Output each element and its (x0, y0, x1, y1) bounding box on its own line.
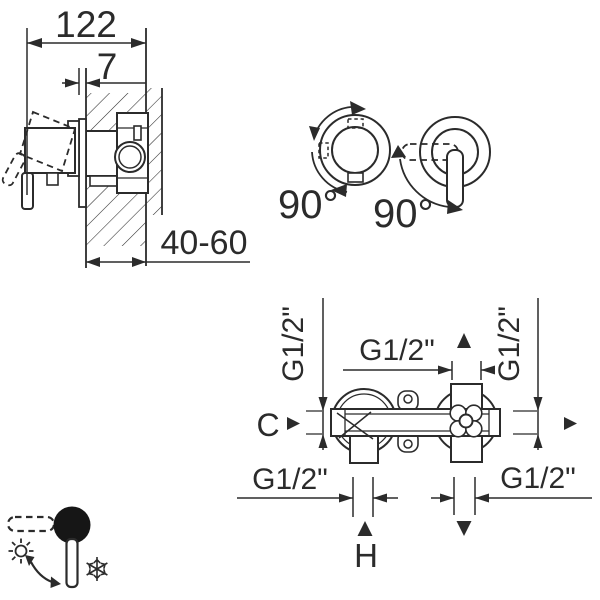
dim-bottom-right-thread: G1/2" (431, 462, 592, 536)
dim-top-thread: G1/2" (343, 333, 495, 380)
dim-7: 7 (62, 46, 146, 95)
flow-up-icon (357, 521, 373, 536)
hot-label: H (354, 537, 378, 574)
flow-down-icon (456, 521, 472, 536)
dim-40-60: 40-60 (86, 224, 250, 267)
arrow-left-icon (86, 257, 100, 267)
handle-ball (53, 506, 91, 544)
connections-view: G1/2" C G1/2" G1/2" G1/2" (237, 298, 592, 574)
handle-dashed-horizontal (6, 515, 56, 533)
flow-up-icon (457, 333, 471, 348)
escutcheon-plate (78, 118, 87, 208)
arrow-left-icon (475, 493, 489, 503)
knob-rotation-label: 90° (278, 183, 339, 227)
arrow-right-icon (131, 38, 146, 48)
arrow-left-icon (86, 78, 100, 88)
dim-7-label: 7 (97, 46, 118, 87)
arrow-left-icon (27, 38, 42, 48)
right-thread-label: G1/2" (493, 306, 526, 382)
arrow-up-icon (318, 434, 328, 448)
arrow-right-icon (339, 493, 353, 503)
lever-front-view: 90° (373, 116, 491, 236)
top-thread-label: G1/2" (359, 334, 435, 367)
arrow-down-icon (533, 397, 543, 411)
bottom-left-thread-label: G1/2" (252, 463, 328, 496)
flow-arrow-icon (287, 417, 300, 430)
wall-hatch-band (146, 88, 162, 215)
curved-arrow-icon (331, 184, 347, 197)
handle-solid (21, 127, 76, 210)
bottom-right-port (450, 432, 483, 463)
arrow-right-icon (438, 365, 452, 375)
right-valve-nut (449, 404, 483, 438)
lever-solid (446, 149, 464, 208)
lever-rotation-label: 90° (373, 192, 434, 236)
temperature-legend (6, 506, 108, 589)
arrow-right-icon (65, 78, 79, 88)
curved-arrow-icon (447, 200, 463, 214)
curved-arrow-icon (350, 101, 366, 115)
bottom-left-port (349, 435, 379, 464)
arrow-left-icon (481, 365, 495, 375)
left-thread-label: G1/2" (277, 306, 310, 382)
flow-arrow-icon (564, 417, 577, 430)
dim-40-60-label: 40-60 (161, 224, 248, 262)
arrow-up-icon (533, 434, 543, 448)
cold-label: C (256, 407, 279, 443)
arrow-down-icon (318, 397, 328, 411)
knob-front-view: 90° (278, 101, 391, 227)
dim-bottom-left-thread: G1/2" H (237, 463, 398, 574)
handle-dashed-alt (1, 110, 77, 187)
arrow-right-icon (440, 493, 454, 503)
dim-122: 122 (26, 4, 146, 195)
curved-arrow-icon (309, 126, 320, 141)
arrow-right-icon (132, 257, 146, 267)
snowflake-icon (86, 557, 108, 581)
lever-rotation-arc (399, 158, 450, 208)
valve-body-side (85, 112, 149, 194)
curved-arrow-icon (391, 145, 406, 158)
side-view: 122 7 40-60 (1, 4, 250, 268)
bottom-right-thread-label: G1/2" (500, 462, 576, 495)
hot-cold-rotate-arrow-icon (25, 555, 61, 588)
sun-icon (8, 538, 34, 564)
handle-stem (65, 537, 79, 589)
dim-right-thread: G1/2" (493, 298, 577, 450)
left-valve-waterway (336, 411, 374, 440)
rotation-view: 90° 90° (278, 101, 491, 236)
dim-left-thread: G1/2" C (256, 298, 328, 450)
dim-122-label: 122 (55, 4, 117, 45)
arrow-left-icon (373, 493, 387, 503)
